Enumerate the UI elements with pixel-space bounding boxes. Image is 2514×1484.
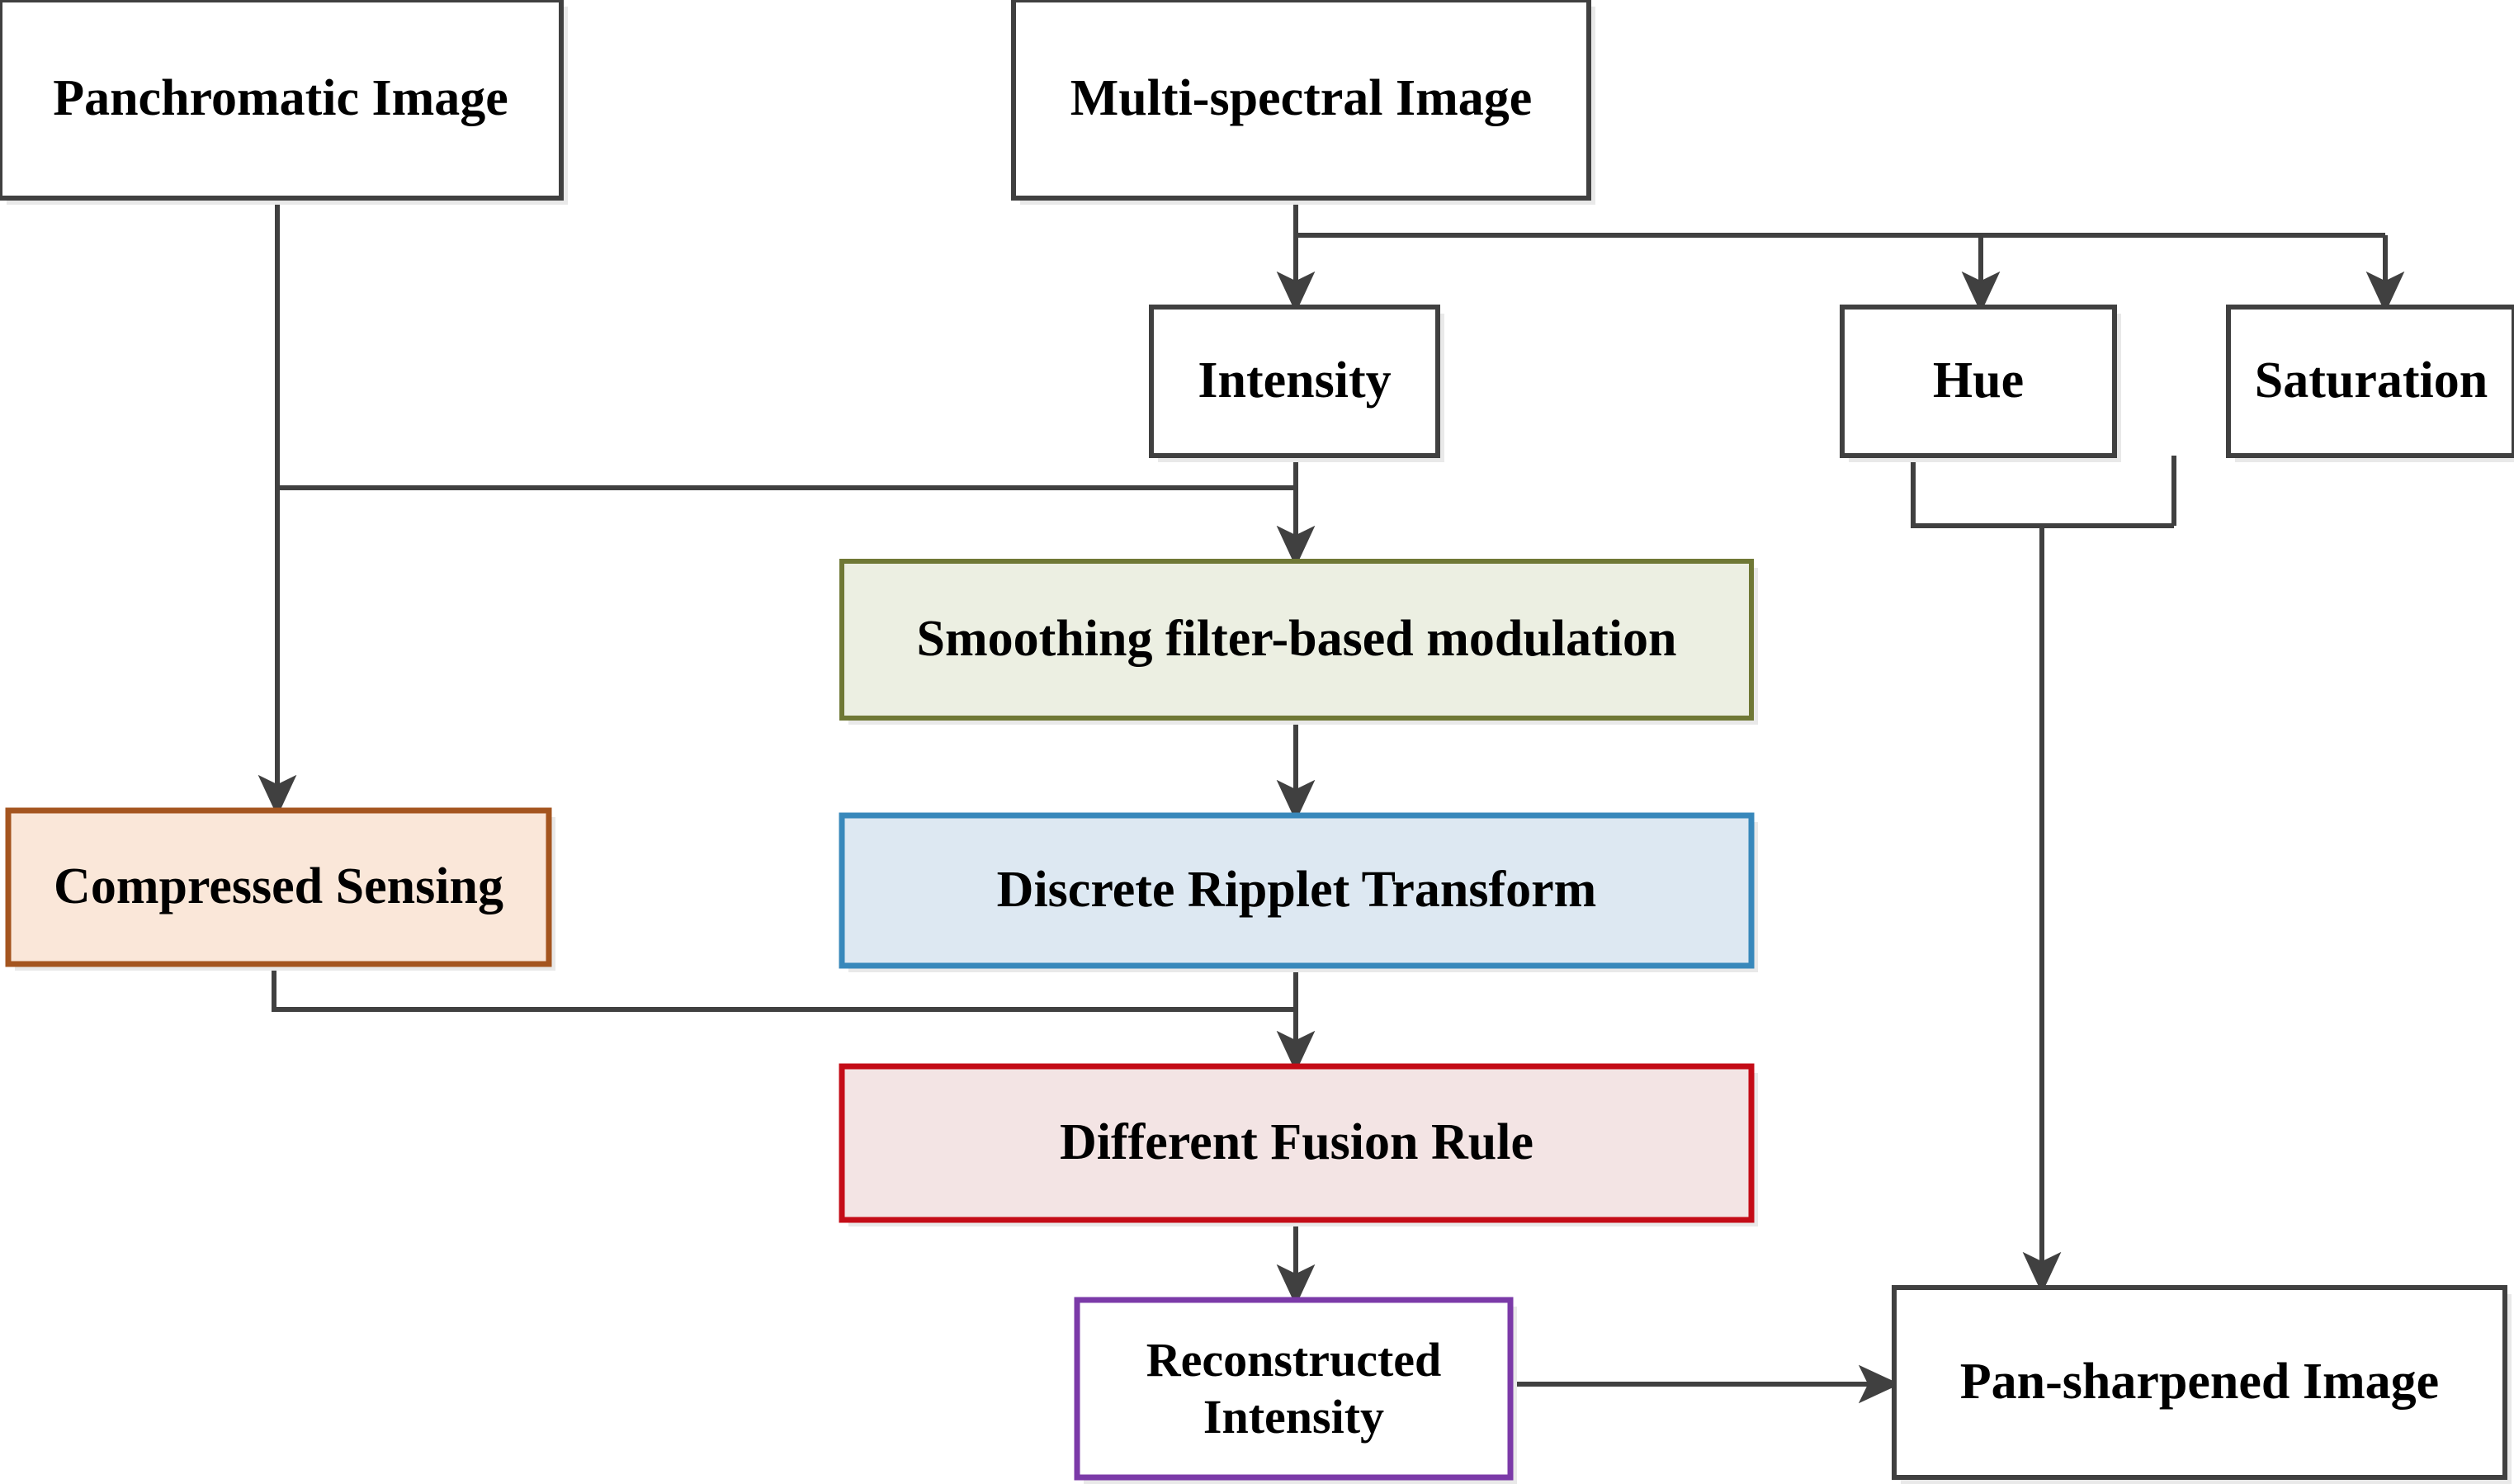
node-saturation[interactable] <box>2226 305 2514 458</box>
edge-layer <box>258 198 2405 1404</box>
node-pan-sharpened-image[interactable] <box>1892 1285 2507 1480</box>
node-panchromatic-image[interactable] <box>0 0 564 201</box>
edge-hue-merge <box>1911 456 2174 528</box>
node-compressed-sensing[interactable] <box>5 807 552 967</box>
node-hue[interactable] <box>1840 305 2117 458</box>
node-intensity[interactable] <box>1149 305 1440 458</box>
edge-compressed-sensing-to-fusion <box>272 964 1296 1012</box>
node-multi-spectral-image[interactable] <box>1011 0 1591 201</box>
node-reconstructed-intensity[interactable] <box>1074 1297 1514 1481</box>
node-smoothing-filter-based-modulation[interactable] <box>839 559 1754 721</box>
node-different-fusion-rule[interactable] <box>839 1063 1755 1223</box>
node-discrete-ripplet-transform[interactable] <box>839 812 1755 969</box>
